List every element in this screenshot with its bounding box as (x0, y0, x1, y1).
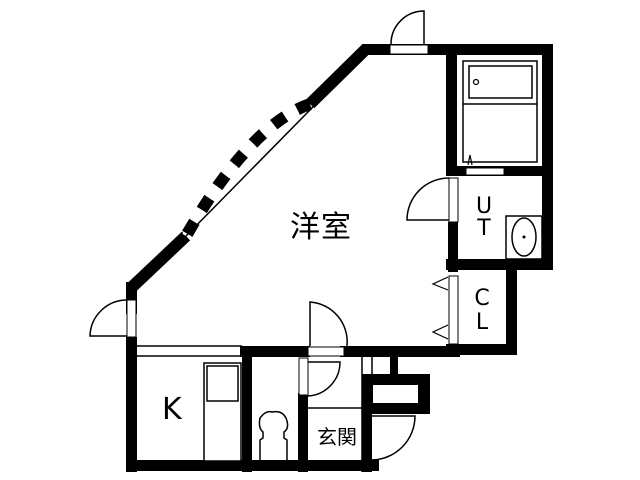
cl-folding-door-icon-2 (431, 324, 449, 340)
wall-ut-bottom (446, 259, 553, 270)
curved-window-inner (182, 100, 312, 238)
room-label-closet-line2: L (475, 310, 489, 335)
toilet-door-swing-icon (307, 361, 341, 397)
door-top-swing-icon (390, 10, 425, 45)
bath-folding-door-icon (467, 154, 473, 166)
sink-icon (206, 365, 239, 402)
washbasin-drain (522, 235, 526, 239)
wall-kitchen-toilet (242, 348, 252, 472)
door-top-opening (389, 44, 429, 55)
wall-toilet-genkan (298, 393, 308, 472)
wall-diagonal-top (305, 43, 372, 109)
room-label-western: 洋室 (290, 210, 352, 245)
wall-shoebox-post (390, 357, 398, 377)
room-label-utility: U T (474, 196, 494, 240)
room-label-closet-line1: C (474, 286, 490, 311)
wall-diagonal-bottom (126, 231, 191, 293)
wall-right-bottom (362, 410, 372, 472)
shoebox-inner (373, 385, 418, 403)
ut-door-opening (448, 177, 459, 223)
wall-bottom (126, 460, 379, 471)
room-door-opening (307, 346, 345, 357)
toilet-door-opening (298, 357, 309, 396)
washbasin-bowl-icon (511, 217, 537, 257)
door-left-swing-icon (89, 299, 128, 337)
wall-cl-right (506, 259, 517, 355)
wall-bath-left (446, 44, 457, 174)
cl-folding-door-icon-1 (431, 276, 449, 291)
ut-door-swing-icon (406, 177, 450, 221)
door-left-opening (126, 299, 137, 338)
room-label-utility-line2: T (477, 216, 491, 241)
wall-left (126, 282, 137, 314)
wall-bath-right (542, 44, 553, 266)
room-door-swing-icon (309, 301, 348, 347)
cl-door-opening (448, 275, 459, 345)
bath-door-opening (465, 167, 505, 176)
wall-main-bottom-left (240, 346, 310, 357)
diagonal-inner-line (185, 51, 368, 237)
room-label-closet: C L (472, 287, 492, 335)
toilet-icon (258, 410, 289, 460)
bathtub-basin (468, 65, 533, 99)
bathtub-drain-icon (472, 78, 480, 86)
room-label-utility-line1: U (475, 194, 493, 219)
entrance-door-swing-icon (371, 415, 416, 461)
wall-left-lower (126, 337, 137, 472)
wall-main-bottom (340, 346, 460, 357)
wall-ut-left (448, 222, 458, 272)
wall-cl-bottom (446, 344, 517, 355)
room-label-entrance: 玄関 (317, 425, 357, 449)
room-label-kitchen: K (162, 392, 182, 427)
